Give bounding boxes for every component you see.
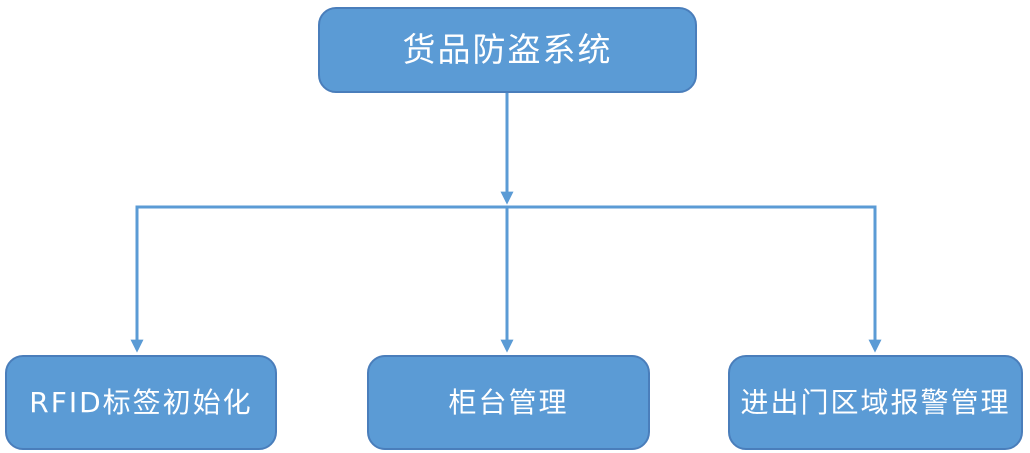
node-counter-mgmt-label: 柜台管理: [448, 385, 569, 419]
node-system: 货品防盗系统: [318, 7, 697, 93]
node-rfid-init-label: RFID标签初始化: [29, 385, 253, 419]
node-rfid-init: RFID标签初始化: [5, 355, 277, 450]
node-door-alarm-label: 进出门区域报警管理: [740, 385, 1011, 419]
node-system-label: 货品防盗系统: [402, 30, 613, 70]
node-door-alarm: 进出门区域报警管理: [728, 355, 1023, 450]
node-counter-mgmt: 柜台管理: [367, 355, 650, 450]
